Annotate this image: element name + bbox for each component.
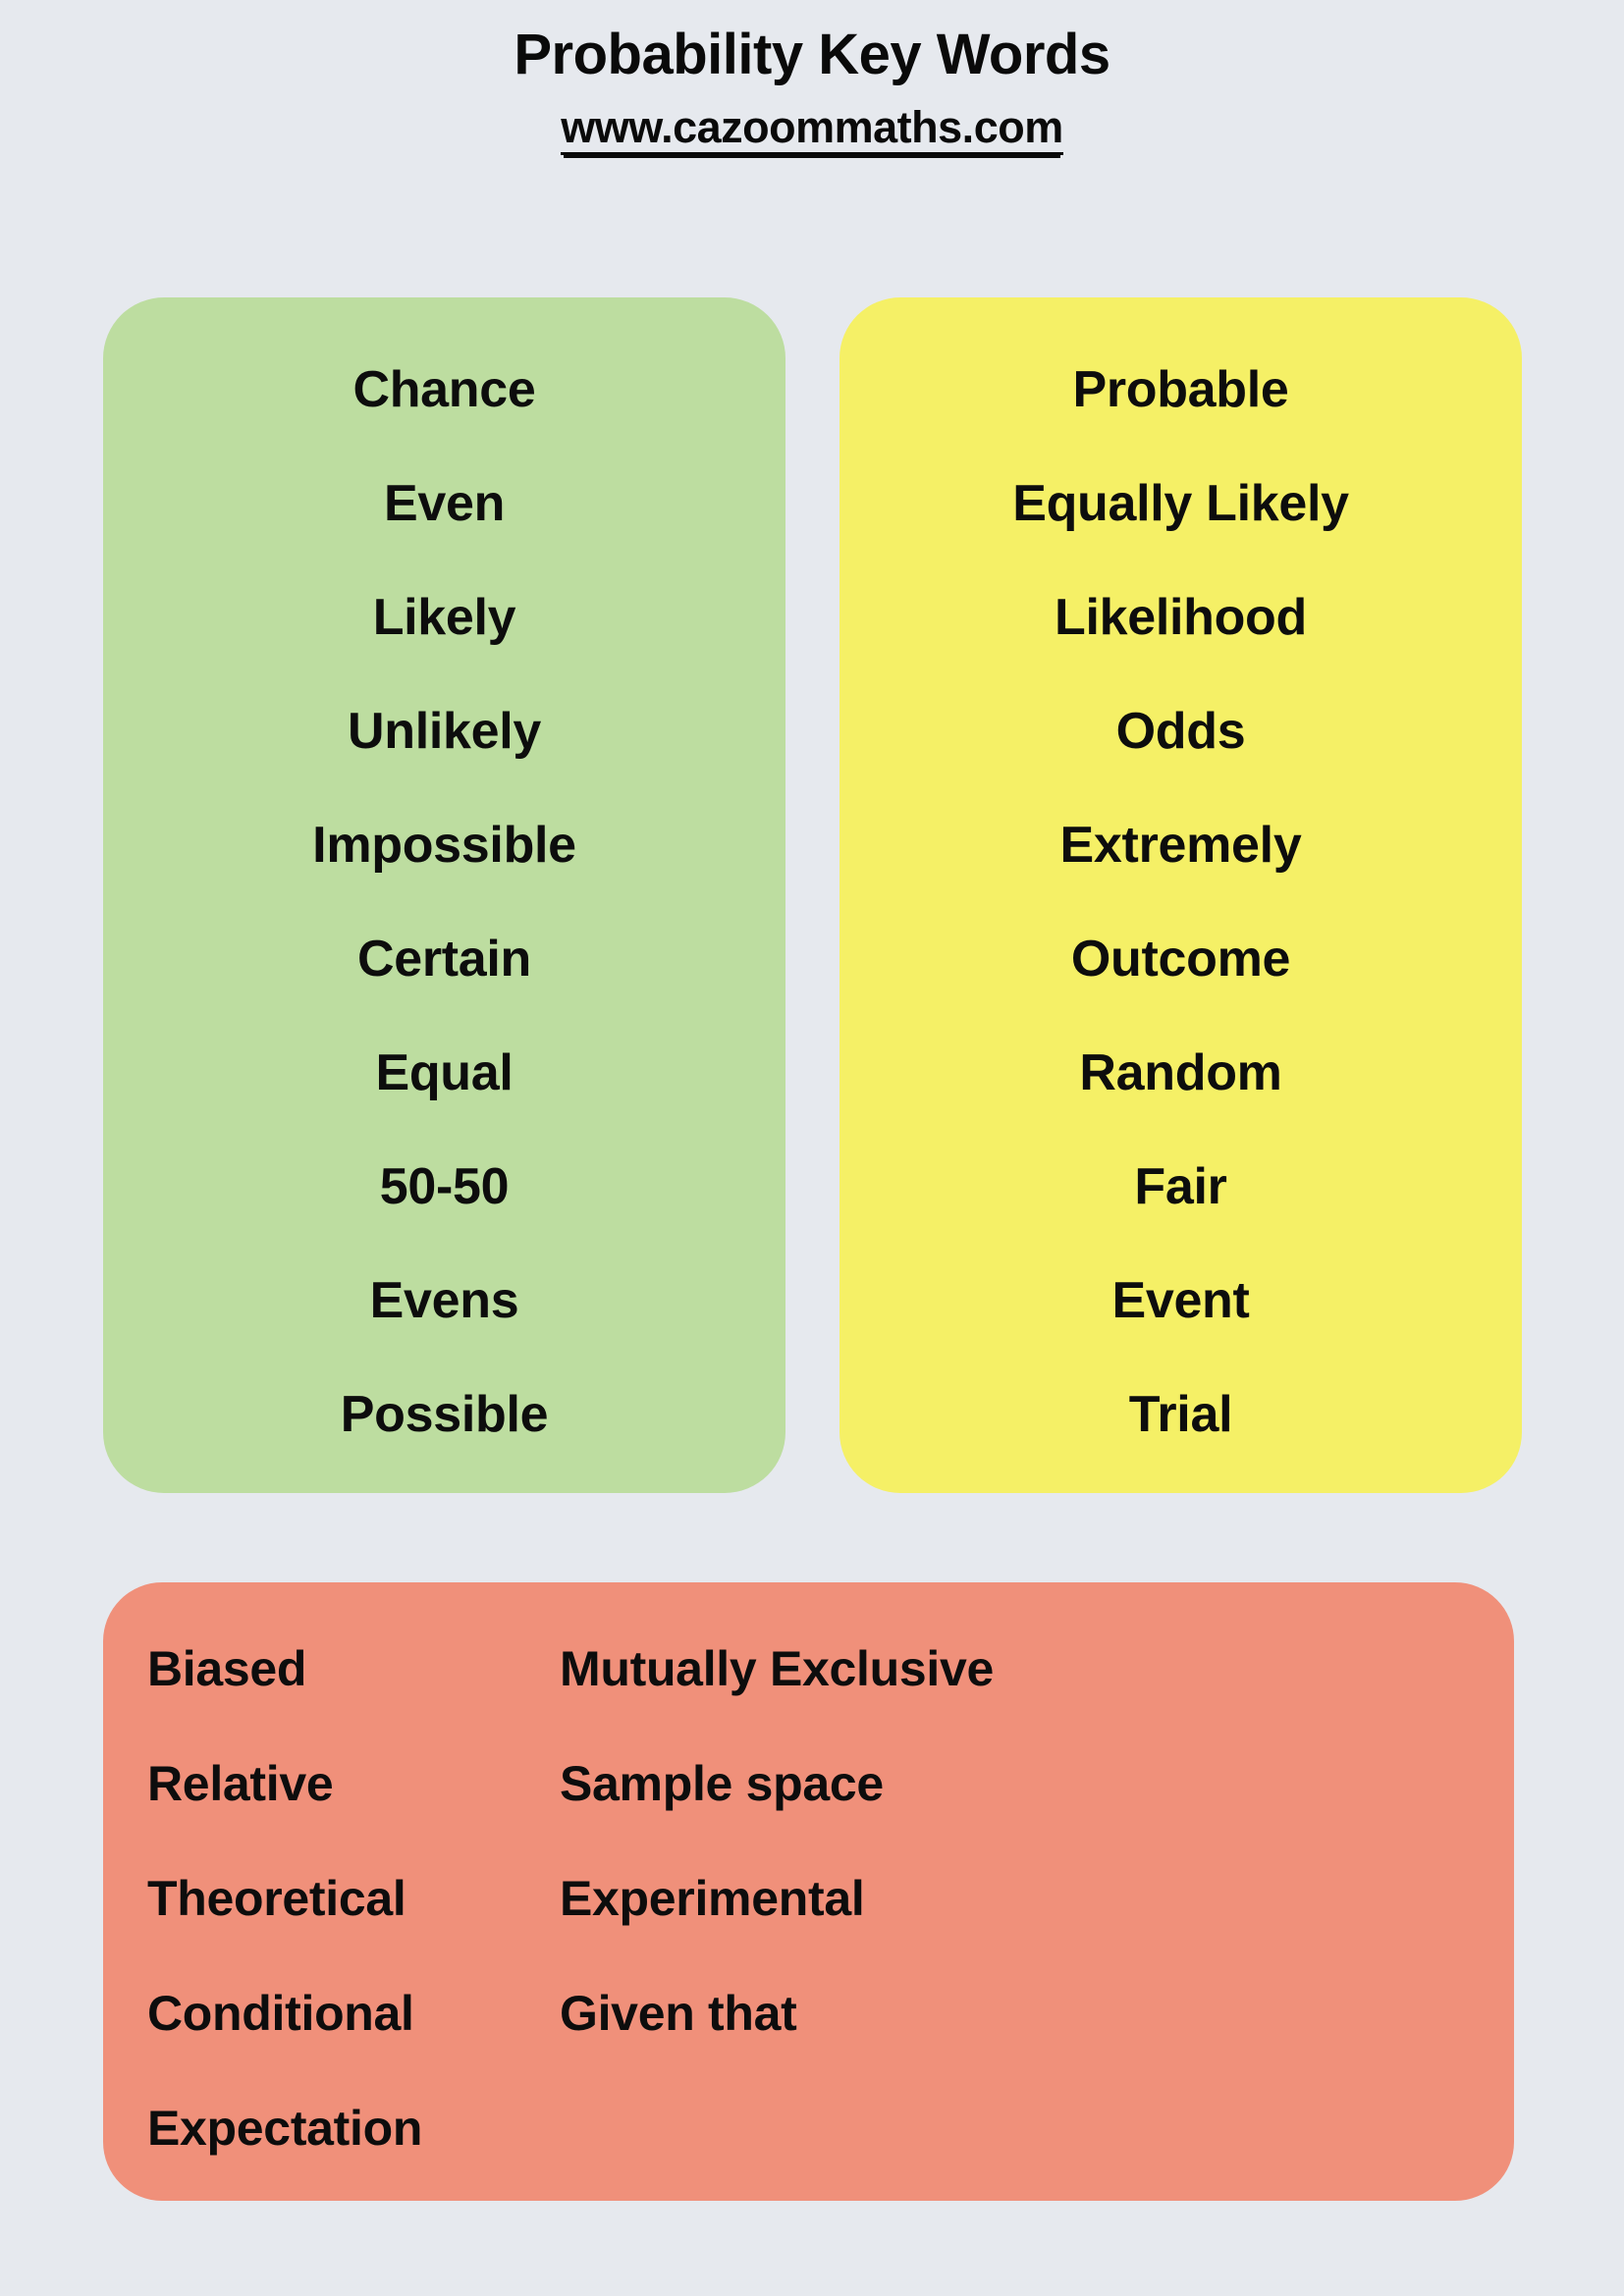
keyword-item: Equally Likely	[1012, 475, 1349, 532]
keyword-item: Relative	[147, 1756, 334, 1811]
keyword-item: Impossible	[312, 817, 576, 874]
keyword-item: Odds	[1115, 703, 1246, 760]
orange-word-list-left: Biased Relative Theoretical Conditional …	[147, 1612, 422, 2186]
keyword-item: Likelihood	[1054, 589, 1307, 646]
keyword-item: Probable	[1072, 361, 1289, 418]
orange-word-list-right: Mutually Exclusive Sample space Experime…	[560, 1612, 994, 2071]
keyword-item: Unlikely	[347, 703, 542, 760]
green-word-list: Chance Even Likely Unlikely Impossible C…	[103, 333, 785, 1471]
keyword-item: Event	[1111, 1272, 1250, 1329]
orange-word-columns: Biased Relative Theoretical Conditional …	[103, 1582, 1514, 2201]
yellow-keyword-card: Probable Equally Likely Likelihood Odds …	[839, 297, 1522, 1493]
keyword-item: Conditional	[147, 1986, 414, 2041]
keyword-item: Chance	[352, 361, 536, 418]
keyword-item: Theoretical	[147, 1871, 406, 1926]
keyword-item: Random	[1079, 1044, 1282, 1101]
keyword-item: Sample space	[560, 1756, 884, 1811]
keyword-item: Expectation	[147, 2101, 423, 2156]
site-url-link[interactable]: www.cazoommaths.com	[561, 105, 1063, 155]
keyword-item: Trial	[1128, 1386, 1233, 1443]
keyword-item: Biased	[147, 1641, 307, 1696]
keyword-item: Outcome	[1070, 931, 1291, 988]
keyword-item: Given that	[560, 1986, 797, 2041]
page-header: Probability Key Words www.cazoommaths.co…	[0, 0, 1624, 155]
keyword-item: Certain	[356, 931, 532, 988]
keyword-item: Fair	[1134, 1158, 1227, 1215]
green-keyword-card: Chance Even Likely Unlikely Impossible C…	[103, 297, 785, 1493]
yellow-word-list: Probable Equally Likely Likelihood Odds …	[839, 333, 1522, 1471]
keyword-item: Even	[383, 475, 506, 532]
page-title: Probability Key Words	[514, 23, 1110, 86]
keyword-item: Experimental	[560, 1871, 865, 1926]
keyword-item: Evens	[369, 1272, 519, 1329]
keyword-item: Equal	[375, 1044, 514, 1101]
keyword-item: Mutually Exclusive	[560, 1641, 994, 1696]
keyword-item: Extremely	[1059, 817, 1302, 874]
keyword-item: Possible	[340, 1386, 549, 1443]
site-url-container: www.cazoommaths.com	[0, 105, 1624, 155]
keyword-item: 50-50	[379, 1158, 510, 1215]
orange-keyword-card: Biased Relative Theoretical Conditional …	[103, 1582, 1514, 2201]
keyword-item: Likely	[372, 589, 516, 646]
